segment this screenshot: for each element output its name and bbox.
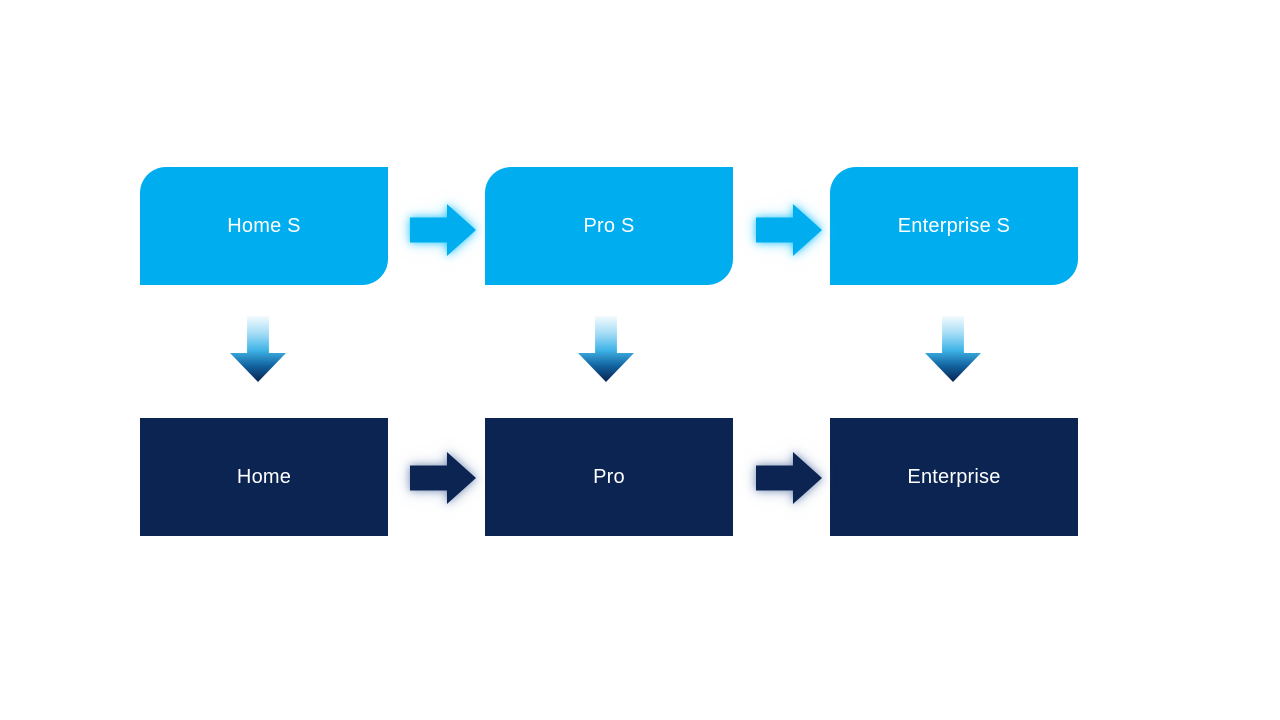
node-enterprise-s[interactable]: Enterprise S bbox=[830, 167, 1078, 285]
right-arrow-shape bbox=[756, 452, 822, 504]
node-pro[interactable]: Pro bbox=[485, 418, 733, 536]
node-pro-s-label: Pro S bbox=[583, 214, 635, 237]
down-arrow-icon bbox=[578, 316, 634, 382]
down-arrow-icon bbox=[230, 316, 286, 382]
right-arrow-shape bbox=[410, 204, 476, 256]
node-home-s-label: Home S bbox=[227, 214, 301, 237]
right-arrow-icon bbox=[410, 204, 476, 256]
right-arrow-icon bbox=[410, 452, 476, 504]
right-arrow-shape bbox=[410, 452, 476, 504]
right-arrow-icon bbox=[756, 204, 822, 256]
node-home[interactable]: Home bbox=[140, 418, 388, 536]
right-arrow-shape bbox=[756, 204, 822, 256]
node-enterprise-s-label: Enterprise S bbox=[897, 214, 1011, 237]
node-pro-label: Pro bbox=[593, 465, 625, 488]
right-arrow-icon bbox=[756, 452, 822, 504]
node-pro-s[interactable]: Pro S bbox=[485, 167, 733, 285]
down-arrow-icon bbox=[925, 316, 981, 382]
node-enterprise[interactable]: Enterprise bbox=[830, 418, 1078, 536]
node-home-label: Home bbox=[236, 465, 292, 488]
node-enterprise-label: Enterprise bbox=[907, 465, 1001, 488]
node-home-s[interactable]: Home S bbox=[140, 167, 388, 285]
